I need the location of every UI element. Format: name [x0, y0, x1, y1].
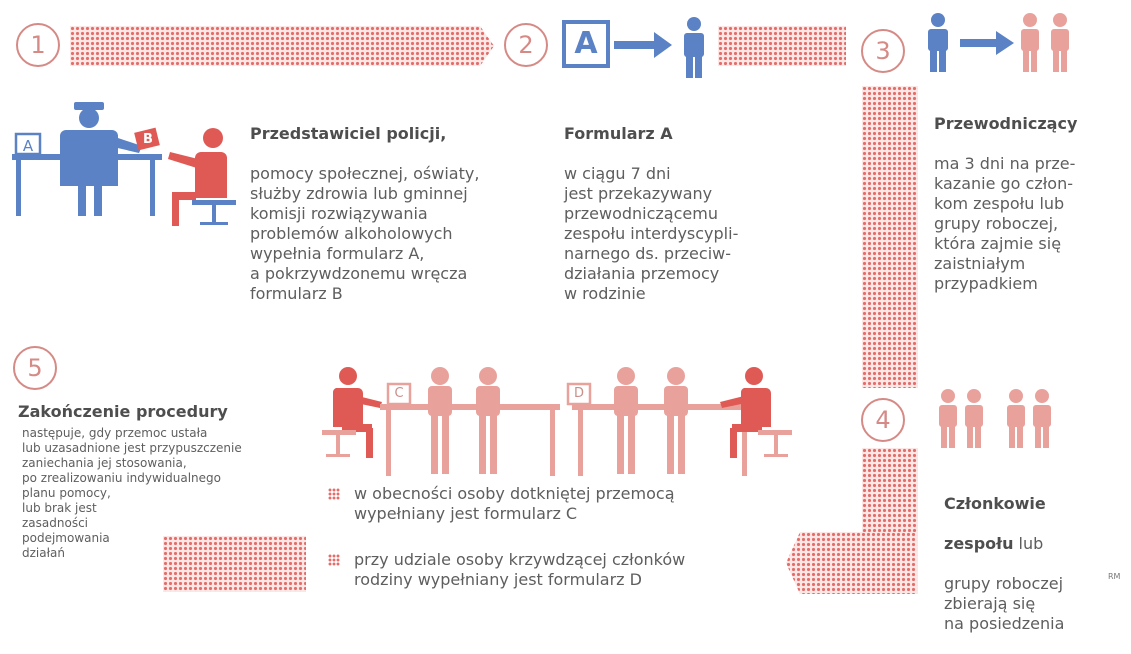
team-meeting-icon	[939, 389, 1051, 448]
dotted-bullet-c	[328, 488, 340, 500]
step-5-title: Zakończenie procedury	[18, 402, 228, 421]
flow-band-2-3	[718, 26, 846, 66]
step-5-number: 5	[13, 346, 57, 390]
step-2-number: 2	[504, 23, 548, 67]
arrow-right-icon	[614, 32, 672, 58]
arrow-right-icon-step3	[960, 31, 1014, 55]
step-3-body: ma 3 dni na prze- kazanie go człon- kom …	[934, 154, 1076, 293]
step-1-body: pomocy społecznej, oświaty, służby zdrow…	[250, 164, 480, 303]
flow-band-3-4-vertical	[862, 86, 918, 388]
step-4-body: grupy roboczej zbierają się na posiedzen…	[944, 574, 1065, 633]
flow-band-4-5	[786, 532, 916, 594]
step-5-body: następuje, gdy przemoc ustała lub uzasad…	[22, 426, 242, 560]
meeting-illustration	[322, 367, 792, 476]
form-d-letter: D	[573, 386, 584, 401]
step-2-text: Formularz A w ciągu 7 dni jest przekazyw…	[564, 104, 794, 324]
step-1-text: Przedstawiciel policji, pomocy społeczne…	[250, 104, 540, 324]
form-a-box-letter: A	[574, 26, 598, 61]
form-b-letter-step1: B	[143, 132, 153, 147]
form-d-description: przy udziale osoby krzywdzącej członków …	[354, 550, 686, 589]
form-a-box: A	[562, 20, 610, 68]
step-3-text: Przewodniczący ma 3 dni na prze- kazanie…	[934, 94, 1114, 314]
step-4-title-line1: Członkowie	[944, 494, 1046, 513]
step-4-number: 4	[861, 398, 905, 442]
step-3-title: Przewodniczący	[934, 114, 1078, 133]
author-credit: RM	[1108, 572, 1121, 581]
team-members-icon	[1021, 13, 1069, 72]
step-4-text: Członkowie zespołu lub grupy roboczej zb…	[944, 474, 1114, 654]
chairperson-figure-icon-step3	[928, 13, 948, 72]
form-c-letter: C	[394, 386, 404, 401]
step-4-title-rest: lub	[1013, 534, 1044, 553]
dotted-bullet-d	[328, 554, 340, 566]
flow-band-1-2	[70, 26, 494, 66]
flow-band-5-end	[163, 536, 306, 592]
step-2-title: Formularz A	[564, 124, 673, 143]
step-1-title: Przedstawiciel policji,	[250, 124, 447, 143]
step-2-body: w ciągu 7 dni jest przekazywany przewodn…	[564, 164, 739, 303]
form-c-description: w obecności osoby dotkniętej przemocą wy…	[354, 484, 675, 523]
step-1-number: 1	[16, 23, 60, 67]
step-4-title-line2: zespołu	[944, 534, 1014, 553]
form-a-letter-step1: A	[22, 137, 34, 155]
chairperson-figure-icon	[684, 17, 704, 78]
step-1-illustration	[12, 102, 236, 226]
step-3-number: 3	[861, 29, 905, 73]
